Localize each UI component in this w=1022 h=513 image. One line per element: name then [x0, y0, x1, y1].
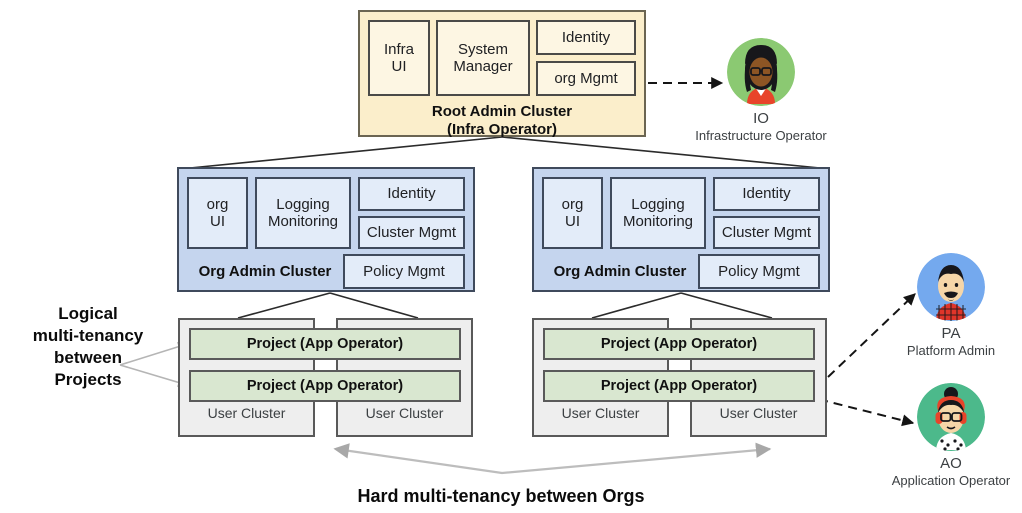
root-cluster-title-line2: (Infra Operator)	[446, 121, 557, 138]
avatar	[917, 383, 985, 451]
note-line-1: Logical	[58, 304, 118, 323]
persona-pa[interactable]: PA Platform Admin	[884, 253, 1018, 358]
org-admin-cluster-left[interactable]: org UI Logging Monitoring Identity Clust…	[177, 167, 475, 292]
component-label-line1: Logging	[276, 195, 330, 213]
user-cluster-label: User Cluster	[561, 405, 640, 421]
avatar	[917, 253, 985, 321]
project-label: Project (App Operator)	[600, 378, 758, 394]
org-component-org-ui[interactable]: org UI	[542, 177, 603, 249]
org-component-identity[interactable]: Identity	[713, 177, 820, 211]
org-component-policy-mgmt[interactable]: Policy Mgmt	[698, 254, 820, 289]
root-cluster-title: Root Admin Cluster (Infra Operator)	[360, 103, 644, 139]
component-label-line2: UI	[210, 213, 225, 230]
component-label-line1: org	[206, 195, 229, 213]
component-label-line1: Identity	[387, 185, 436, 203]
project-left-1[interactable]: Project (App Operator)	[189, 328, 461, 360]
component-label-line1: Identity	[742, 185, 791, 203]
root-component-identity[interactable]: Identity	[536, 20, 636, 55]
root-cluster-title-line1: Root Admin Cluster	[431, 103, 573, 120]
user-cluster-label: User Cluster	[365, 405, 444, 421]
org-admin-cluster-right[interactable]: org UI Logging Monitoring Identity Clust…	[532, 167, 830, 292]
persona-desc: Platform Admin	[906, 343, 996, 358]
note-line-4: Projects	[54, 370, 122, 390]
component-label-line2: Manager	[453, 58, 513, 75]
org-component-org-ui[interactable]: org UI	[187, 177, 248, 249]
component-label-line2: Monitoring	[622, 213, 694, 230]
component-label-line1: Policy Mgmt	[363, 262, 445, 280]
persona-ao[interactable]: AO Application Operator	[884, 383, 1018, 488]
persona-desc: Application Operator	[891, 473, 1011, 488]
persona-io[interactable]: IO Infrastructure Operator	[694, 38, 828, 143]
hard-multitenancy-note: Hard multi-tenancy between Orgs	[357, 486, 645, 506]
note-line-2: multi-tenancy	[32, 326, 144, 346]
root-admin-cluster[interactable]: Infra UI System Manager Identity org Mgm…	[358, 10, 646, 139]
org-component-logging-monitoring[interactable]: Logging Monitoring	[610, 177, 706, 249]
org-component-policy-mgmt[interactable]: Policy Mgmt	[343, 254, 465, 289]
avatar-ao-icon	[917, 383, 985, 451]
persona-abbr: AO	[940, 455, 962, 472]
project-right-1[interactable]: Project (App Operator)	[543, 328, 815, 360]
logical-multitenancy-note: Logical multi-tenancy between Projects	[18, 303, 158, 391]
org-cluster-title: Org Admin Cluster	[198, 262, 332, 280]
component-label-line2: Monitoring	[267, 213, 339, 230]
component-label-line1: Policy Mgmt	[718, 262, 800, 280]
avatar	[727, 38, 795, 106]
component-label-line1: Cluster Mgmt	[366, 223, 457, 241]
component-label-line1: org	[561, 195, 584, 213]
root-component-system-manager[interactable]: System Manager	[436, 20, 530, 96]
component-label-line2: UI	[565, 213, 580, 230]
user-cluster-label: User Cluster	[719, 405, 798, 421]
persona-desc: Infrastructure Operator	[695, 128, 827, 143]
avatar-io-icon	[727, 38, 795, 106]
component-label-line1: System	[457, 40, 508, 58]
root-component-org-mgmt[interactable]: org Mgmt	[536, 61, 636, 96]
project-left-2[interactable]: Project (App Operator)	[189, 370, 461, 402]
project-label: Project (App Operator)	[246, 378, 404, 394]
component-label-line1: Infra	[383, 40, 414, 58]
component-label-line2: UI	[391, 58, 407, 75]
org-component-identity[interactable]: Identity	[358, 177, 465, 211]
org-component-cluster-mgmt[interactable]: Cluster Mgmt	[713, 215, 820, 249]
component-label-line1: Logging	[631, 195, 685, 213]
component-label-line1: org Mgmt	[554, 69, 618, 87]
component-label-line1: Identity	[561, 28, 611, 46]
persona-abbr: PA	[941, 325, 961, 342]
project-label: Project (App Operator)	[246, 336, 404, 352]
org-component-cluster-mgmt[interactable]: Cluster Mgmt	[358, 215, 465, 249]
persona-abbr: IO	[753, 110, 769, 127]
project-label: Project (App Operator)	[600, 336, 758, 352]
org-cluster-title: Org Admin Cluster	[553, 262, 687, 280]
root-component-infra-ui[interactable]: Infra UI	[368, 20, 430, 96]
org-component-logging-monitoring[interactable]: Logging Monitoring	[255, 177, 351, 249]
note-line-3: between	[53, 348, 123, 368]
user-cluster-label: User Cluster	[207, 405, 286, 421]
component-label-line1: Cluster Mgmt	[721, 223, 812, 241]
project-right-2[interactable]: Project (App Operator)	[543, 370, 815, 402]
avatar-pa-icon	[917, 253, 985, 321]
